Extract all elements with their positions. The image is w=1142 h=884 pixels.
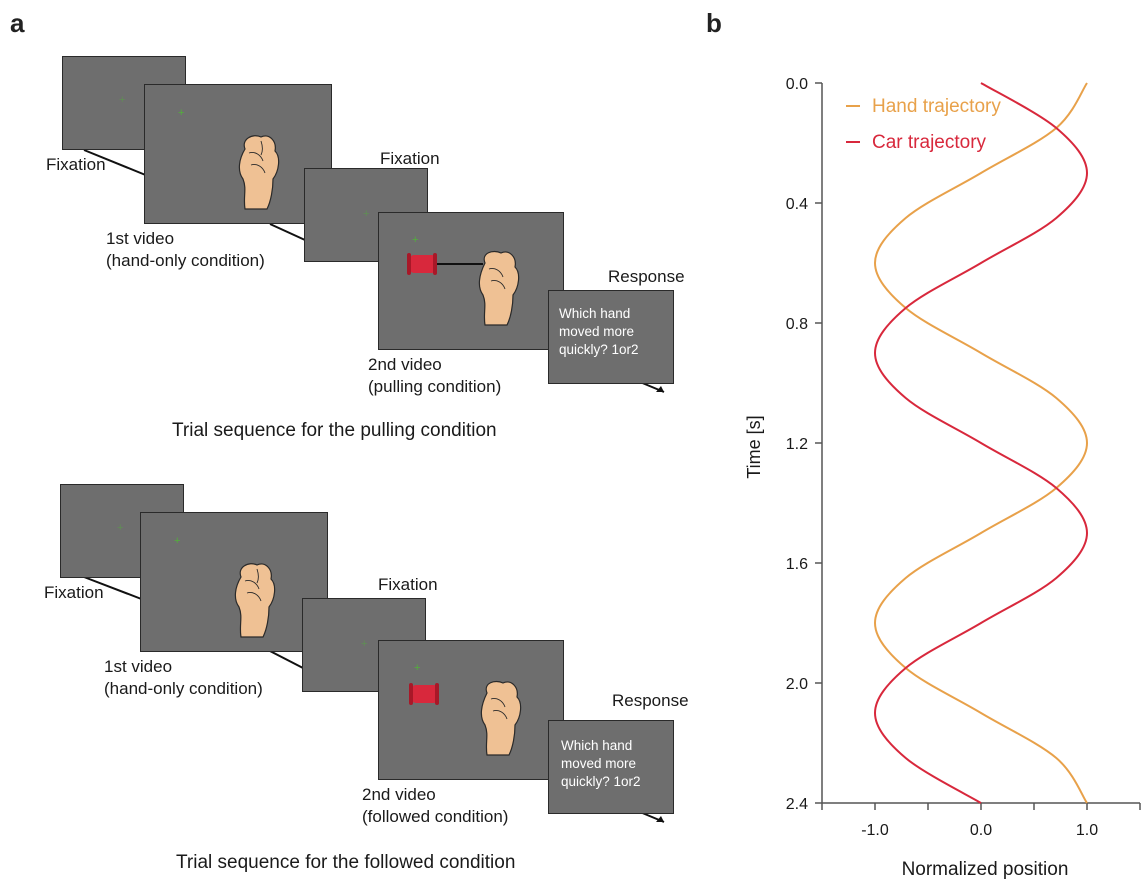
car-and-hand-icon — [407, 250, 520, 326]
y-tick-label: 0.8 — [786, 316, 808, 333]
video-screen-1-followed: + — [140, 512, 328, 652]
car-and-hand-icon — [409, 680, 522, 756]
y-tick-label: 1.6 — [786, 556, 808, 573]
y-tick-label: 1.2 — [786, 436, 808, 453]
video-screen-1-pulling: + — [144, 84, 332, 224]
video-screen-2-pulling: + — [378, 212, 564, 350]
hand-icon — [234, 563, 276, 638]
x-axis-label: Normalized position — [902, 859, 1069, 880]
question-line2-pulling: moved more — [559, 324, 635, 339]
car-icon — [411, 685, 439, 703]
video-label-2-line2-followed: (followed condition) — [362, 807, 509, 826]
question-line1-followed: Which hand — [561, 738, 633, 753]
fixation-cross-icon: + — [412, 234, 419, 246]
fixation-cross-icon: + — [119, 94, 126, 106]
response-screen-pulling: Which hand moved more quickly? 1or2 — [548, 290, 674, 384]
panel-a-letter: a — [10, 8, 25, 38]
video-label-1-line1-pulling: 1st video — [106, 229, 175, 248]
fixation-cross-icon: + — [363, 208, 370, 220]
x-tick-label: 1.0 — [1076, 822, 1098, 839]
y-tick-label: 2.0 — [786, 676, 808, 693]
video-label-1-line2-followed: (hand-only condition) — [104, 679, 263, 698]
fixation-cross-icon: + — [361, 638, 368, 650]
series-line-car — [873, 82, 1089, 804]
response-label-pulling: Response — [608, 267, 685, 286]
x-tick-label: 0.0 — [970, 822, 992, 839]
question-line3-pulling: quickly? 1or2 — [559, 342, 639, 357]
car-icon — [409, 255, 437, 273]
panel-b-letter: b — [706, 8, 722, 38]
video-label-2-line1-pulling: 2nd video — [368, 355, 442, 374]
hand-icon — [238, 135, 280, 210]
fixation-cross-icon: + — [174, 535, 181, 547]
fixation-cross-icon: + — [117, 522, 124, 534]
video-label-1-line1-followed: 1st video — [104, 657, 173, 676]
y-tick-label: 2.4 — [786, 796, 808, 813]
series-line-hand — [873, 82, 1089, 804]
question-line3-followed: quickly? 1or2 — [561, 774, 641, 789]
x-tick-label: -1.0 — [861, 822, 889, 839]
video-label-2-line2-pulling: (pulling condition) — [368, 377, 502, 396]
video-label-2-line1-followed: 2nd video — [362, 785, 436, 804]
fixation-cross-icon: + — [178, 107, 185, 119]
caption-followed: Trial sequence for the followed conditio… — [176, 852, 516, 873]
video-screen-2-followed: + — [378, 640, 564, 780]
y-axis-label: Time [s] — [744, 415, 764, 478]
y-tick-label: 0.4 — [786, 196, 808, 213]
fixation-label-1-pulling: Fixation — [46, 155, 106, 174]
question-line2-followed: moved more — [561, 756, 637, 771]
legend-label: Car trajectory — [872, 132, 987, 153]
fixation-cross-icon: + — [414, 662, 421, 674]
y-tick-label: 0.0 — [786, 76, 808, 93]
fixation-label-2-followed: Fixation — [378, 575, 438, 594]
response-screen-followed: Which hand moved more quickly? 1or2 — [548, 720, 674, 814]
question-line1-pulling: Which hand — [559, 306, 631, 321]
legend-label: Hand trajectory — [872, 96, 1001, 117]
video-label-1-line2-pulling: (hand-only condition) — [106, 251, 265, 270]
response-label-followed: Response — [612, 691, 689, 710]
caption-pulling: Trial sequence for the pulling condition — [172, 420, 497, 441]
fixation-label-1-followed: Fixation — [44, 583, 104, 602]
fixation-label-2-pulling: Fixation — [380, 149, 440, 168]
